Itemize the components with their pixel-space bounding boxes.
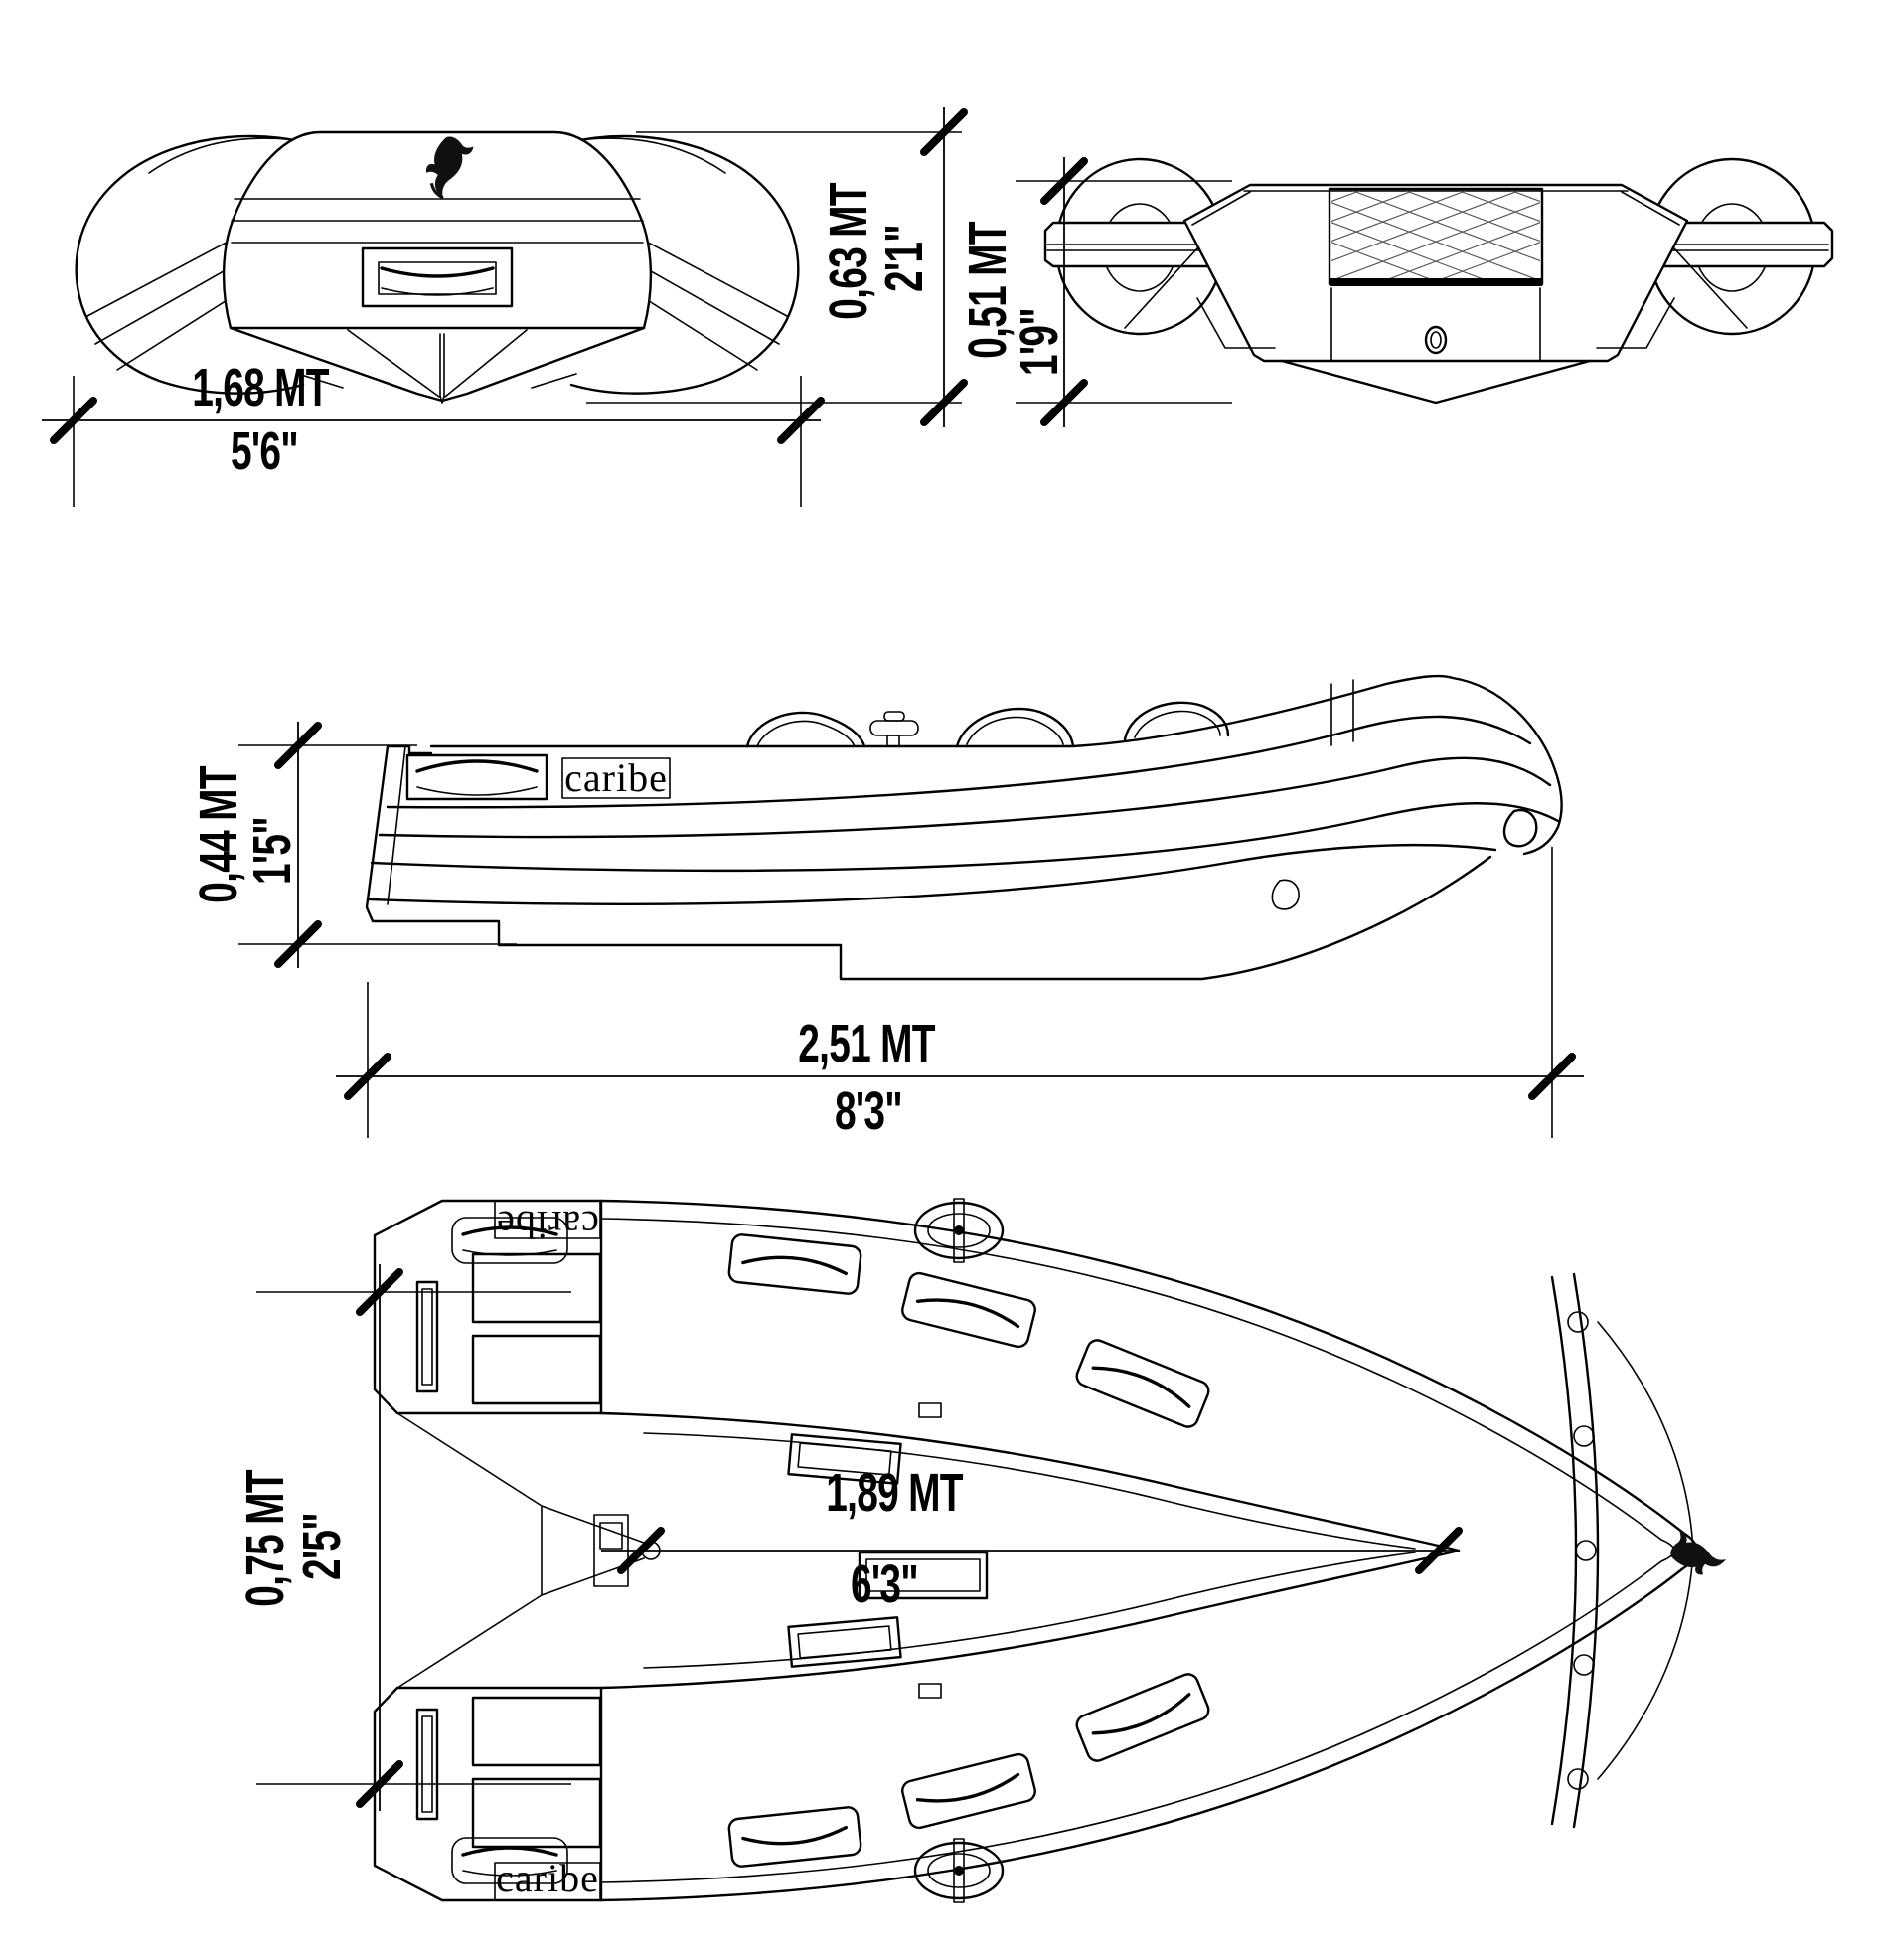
floor-slat [858,1551,989,1600]
transom [1124,183,1748,405]
oarlock-starboard [913,1838,1005,1903]
bow-width-dimension: 1,68 MT 5'6" [42,357,825,507]
stern-view: 0,51 MT 1'9" [957,157,1834,427]
bow-width-imperial-label: 5'6" [231,420,298,481]
hull-step-left [297,373,344,389]
brand-label-port-tube: caribe [496,1203,599,1247]
deck-arc-2 [955,707,1075,748]
plan-floor-edge-port [643,1432,1416,1550]
keel-cone-right [444,329,528,398]
bow-handle [361,246,514,308]
stern-handle-strap [415,759,539,773]
bow-strap-side [1330,679,1354,746]
stern-height-imperial-label: 1'9" [1009,308,1069,376]
bow-height-dimension: 0,63 MT 2'1" [586,107,968,427]
keel-cone-left [347,329,440,398]
drain-plug [1424,325,1448,355]
side-length-metric-label: 2,51 MT [798,1013,935,1073]
side-length-dimension: 2,51 MT 8'3" [336,847,1584,1140]
plan-width-metric-label: 0,75 MT [235,1469,295,1606]
transom-edge [387,745,406,905]
dolphin-logo-icon [426,136,474,200]
side-outline [365,674,1563,981]
plan-length-imperial-label: 6'3" [851,1553,918,1614]
inner-tab-starboard [918,1683,942,1699]
bow-handle-shadow [381,287,494,296]
hull-chine-right [440,326,646,403]
brand-label-starboard-tube: caribe [496,1856,599,1900]
plan-floor-edge-starboard [643,1552,1416,1669]
side-view: caribe 0,44 MT 1'5" [188,674,1584,1140]
side-tube-metric-label: 0,44 MT [188,765,248,902]
engine-mount-pad [1328,187,1544,286]
bow-dring [1502,808,1538,848]
inner-tab-port [918,1402,942,1418]
bow-handle-strap [380,266,495,278]
side-tube-imperial-label: 1'5" [241,817,302,885]
plan-handle-slots [727,1233,1210,1868]
lower-dring [1271,879,1300,910]
plan-width-dimension: 0,75 MT 2'5" [235,1264,571,1811]
keel-strip [439,333,445,404]
plan-aft-starboard-block: caribe [373,1686,603,1902]
starboard-tube-front [545,134,800,395]
side-strake-3 [370,802,1560,873]
brand-plate: caribe [561,755,671,800]
plan-inner-edge-port [599,1411,1461,1552]
bow-height-imperial-label: 2'1" [873,225,934,292]
hull-step-right [531,373,577,389]
plan-width-imperial-label: 2'5" [291,1513,352,1580]
tube-bottom-edge [368,843,1497,905]
drain-plug-hole [1430,331,1442,349]
dolphin-logo-bow-icon [1670,1532,1727,1575]
stern-height-dimension: 0,51 MT 1'9" [957,157,1232,427]
navigation-cleat [869,711,919,747]
stern-handle-shadow [416,786,538,796]
bow-width-metric-label: 1,68 MT [192,357,329,417]
stern-handle [405,753,548,801]
brand-label-side: caribe [564,755,668,800]
side-length-imperial-label: 8'3" [835,1080,902,1141]
plan-length-dimension: 1,89 MT 6'3" [601,1462,1463,1614]
port-tube-front [75,134,330,395]
bow-handle-slot [378,261,497,295]
port-wing [1124,247,1276,349]
stern-height-metric-label: 0,51 MT [957,221,1017,358]
side-tube-dimension: 0,44 MT 1'5" [188,722,517,968]
deck-arc-3 [1123,701,1230,741]
plan-aft-port-block: caribe [373,1199,603,1415]
bow-height-metric-label: 0,63 MT [818,182,878,319]
hull-chine-left [229,326,444,403]
side-strake-2 [378,756,1552,839]
side-strake-1 [386,715,1532,809]
oarlock-port [913,1198,1005,1263]
bow-front-view: 1,68 MT 5'6" 0,63 MT 2'1" [42,107,968,507]
plan-length-metric-label: 1,89 MT [826,1462,963,1523]
plan-inner-edge-starboard [599,1549,1461,1690]
starboard-wing [1596,247,1748,349]
deck-arc-1 [745,711,866,748]
top-plan-view: caribe caribe [235,1198,1727,1903]
